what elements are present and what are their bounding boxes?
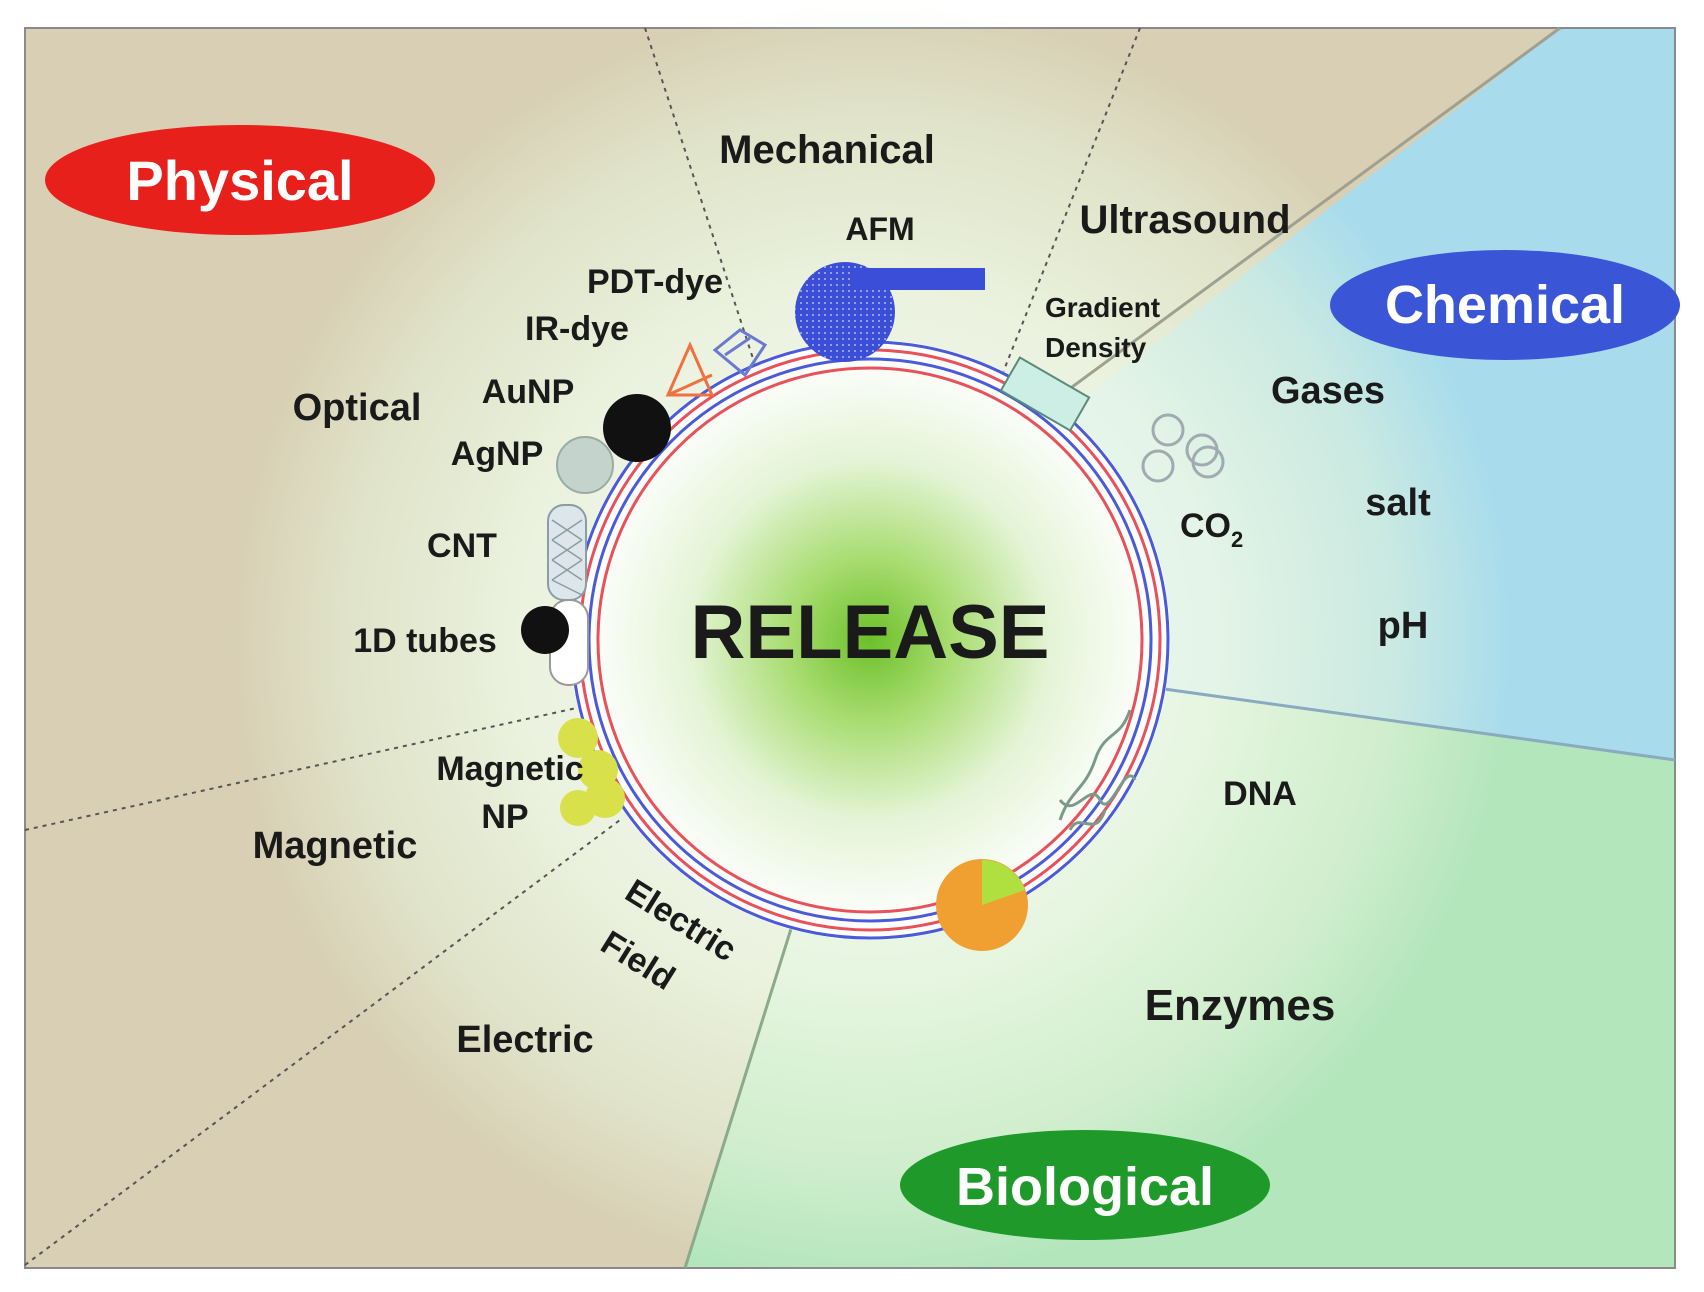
cnt-tube-icon: [547, 504, 587, 601]
magnetic-np-label-line1: Magnetic: [436, 750, 583, 788]
release-label: RELEASE: [691, 590, 1050, 675]
stimulus-labels: Mechanical Ultrasound Optical Magnetic E…: [253, 128, 1431, 1061]
agnp-particle-icon: [556, 436, 614, 494]
optical-label: Optical: [293, 387, 422, 429]
chemical-label: Chemical: [1385, 275, 1625, 335]
magnetic-np-label-line2: NP: [481, 798, 528, 836]
afm-label: AFM: [845, 211, 914, 247]
dna-label: DNA: [1223, 775, 1297, 813]
salt-label: salt: [1365, 482, 1431, 524]
co2-label-base: CO: [1180, 507, 1231, 545]
ir-dye-label: IR-dye: [525, 310, 629, 348]
category-labels: Physical Chemical Biological: [45, 125, 1680, 1240]
optical-magnetic-divider: [24, 704, 591, 831]
aunp-particle-icon: [603, 394, 671, 462]
agnp-label: AgNP: [451, 435, 544, 473]
chemical-biological-boundary: [1084, 676, 1676, 762]
enzymes-label: Enzymes: [1145, 981, 1336, 1030]
pdt-dye-label: PDT-dye: [587, 263, 723, 301]
co2-bubbles-icon: [1141, 413, 1225, 483]
dna-helix-icon: [1058, 709, 1137, 831]
physical-chemical-boundary: [999, 26, 1561, 442]
ph-label: pH: [1378, 605, 1429, 647]
trigger-labels: AFM Gradient Density PDT-dye IR-dye AuNP…: [353, 211, 1243, 998]
physical-label: Physical: [126, 149, 353, 212]
gases-label: Gases: [1271, 370, 1385, 412]
magnetic-label: Magnetic: [253, 825, 418, 867]
1d-tube-particle-icon: [521, 606, 569, 654]
ir-dye-icon: [665, 341, 715, 397]
capsule-core: [570, 340, 1170, 940]
ultrasound-label: Ultrasound: [1079, 198, 1290, 242]
density-label: Density: [1045, 332, 1147, 363]
aunp-label: AuNP: [482, 373, 575, 411]
afm-cantilever-icon: [850, 268, 985, 290]
enzyme-substrate-icon: [982, 859, 1025, 905]
physical-oval: [45, 125, 435, 235]
chemical-oval: [1330, 250, 1680, 360]
1d-tubes-label: 1D tubes: [353, 622, 497, 660]
mechanical-ultrasound-divider: [999, 27, 1141, 381]
biological-label: Biological: [956, 1157, 1214, 1217]
co2-label: CO2: [1180, 507, 1243, 552]
electric-label: Electric: [456, 1019, 593, 1061]
cnt-label: CNT: [427, 527, 497, 565]
magnetic-np-icon-1: [558, 718, 598, 758]
biological-oval: [900, 1130, 1270, 1240]
mechanical-label: Mechanical: [719, 128, 935, 172]
magnetic-electric-divider: [24, 819, 621, 1266]
mechanical-optical-divider: [644, 27, 761, 381]
co2-label-subscript: 2: [1231, 527, 1243, 552]
trigger-objects: [521, 262, 1225, 951]
gradient-label: Gradient: [1045, 292, 1160, 323]
membrane-inner-red: [596, 366, 1144, 914]
pdt-dye-icon: [712, 328, 768, 378]
gradient-density-block-icon: [999, 356, 1091, 432]
